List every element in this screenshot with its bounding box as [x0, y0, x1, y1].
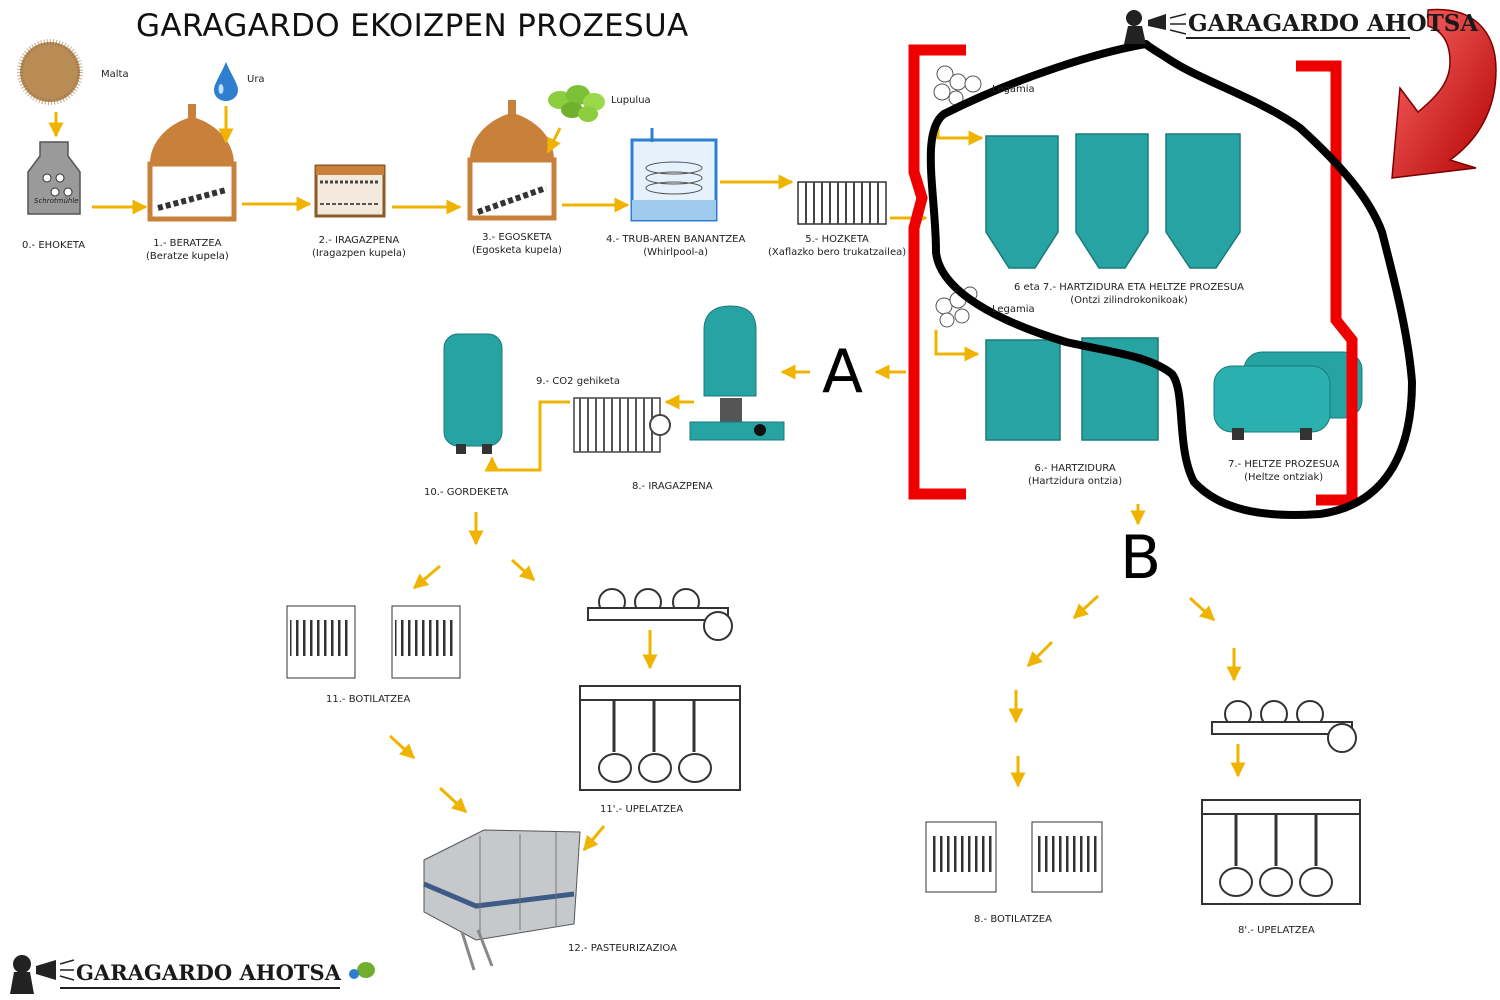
filter-machine [689, 305, 785, 441]
marker-b: B [1120, 523, 1162, 593]
label-legamia-bottom: Legamia [992, 304, 1035, 315]
kegging-machine-left [579, 685, 741, 791]
flow-arrows [48, 106, 1246, 852]
red-bracket-left [908, 44, 966, 500]
mash-tun-vessel [147, 104, 237, 222]
pasteurizer-machine [423, 829, 581, 971]
step-8b-label: 8.- BOTILATZEA [974, 914, 1052, 925]
maturation-tanks [1213, 351, 1363, 440]
label-legamia-top: Legamia [992, 84, 1035, 95]
bottling-machine-left [286, 605, 461, 679]
cylindroconical-tanks [985, 133, 1241, 269]
step-1-label: 1.- BERATZEA(Beratze kupela) [146, 238, 229, 262]
page-title: GARAGARDO EKOIZPEN PROZESUA [136, 8, 689, 44]
black-hand-drawn-loop [926, 40, 1416, 519]
step-12-label: 12.- PASTEURIZAZIOA [568, 943, 677, 954]
logo-figure-icon-top [1124, 10, 1187, 44]
hops-icon [548, 85, 605, 122]
storage-tank [443, 333, 503, 454]
step-10-label: 10.- GORDEKETA [424, 487, 509, 498]
logo-figure-icon-bottom [10, 955, 75, 994]
marker-a: A [822, 337, 864, 407]
step-2-label: 2.- IRAGAZPENA(Iragazpen kupela) [312, 235, 406, 259]
step-8c-label: 8'.- UPELATZEA [1238, 925, 1315, 936]
label-ura: Ura [247, 74, 265, 85]
fermentation-tanks [985, 337, 1159, 441]
lauter-tun-vessel [314, 164, 386, 218]
step-8-label: 8.- IRAGAZPENA [632, 481, 713, 492]
logo-text-top: GARAGARDO AHOTSA [1188, 10, 1479, 37]
step-11-label: 11.- BOTILATZEA [326, 694, 411, 705]
boil-kettle-vessel [467, 100, 557, 221]
malt-pile [17, 39, 83, 105]
step-7-label: 7.- HELTZE PROZESUA(Heltze ontziak) [1228, 459, 1340, 483]
kegging-machine-right [1201, 799, 1361, 905]
mill-icon [27, 141, 81, 215]
keg-washer-right [1211, 700, 1357, 753]
step-3-label: 3.- EGOSKETA(Egosketa kupela) [472, 232, 562, 256]
step-6-label: 6.- HARTZIDURA(Hartzidura ontzia) [1028, 463, 1123, 487]
label-malta: Malta [101, 69, 129, 80]
step-6-7-label: 6 eta 7.- HARTZIDURA ETA HELTZE PROZESUA… [1014, 282, 1245, 306]
whirlpool-vessel [630, 128, 718, 222]
step-5-label: 5.- HOZKETA(Xaflazko bero trukatzailea) [768, 234, 907, 258]
heat-exchanger [797, 181, 887, 225]
label-lupulua: Lupulua [611, 95, 651, 106]
red-curved-arrow [1391, 8, 1497, 179]
keg-washer-left [587, 588, 733, 641]
step-11b-label: 11'.- UPELATZEA [600, 804, 684, 815]
step-4-label: 4.- TRUB-AREN BANANTZEA(Whirlpool-a) [606, 234, 746, 258]
logo-text-bottom: GARAGARDO AHOTSA [76, 960, 341, 985]
co2-unit [573, 397, 671, 453]
mill-brand-text: Schrotmühle [34, 197, 79, 205]
red-bracket-right [1296, 60, 1358, 506]
step-9-label: 9.- CO2 gehiketa [536, 376, 620, 387]
water-drop-icon [214, 62, 238, 101]
step-0-label: 0.- EHOKETA [22, 240, 86, 251]
yeast-icon-top [933, 65, 982, 106]
logo-hop-icon-bottom [349, 962, 375, 979]
bottling-machine-right [925, 821, 1103, 893]
